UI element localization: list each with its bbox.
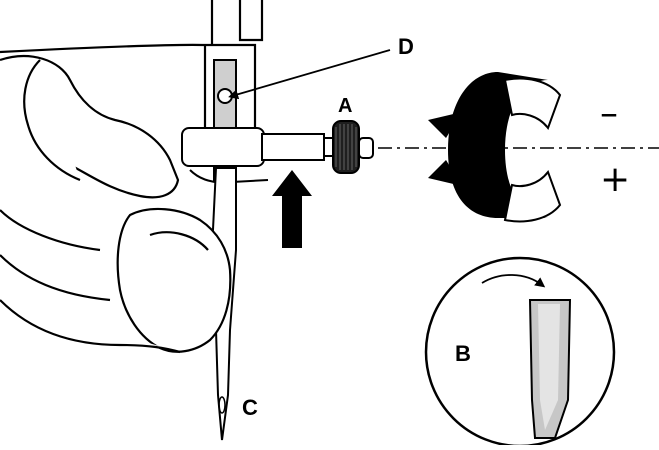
clamp-screw	[332, 120, 374, 174]
plus-sign: +	[600, 159, 631, 200]
up-arrow-icon	[272, 170, 312, 248]
curved-arrow-icon	[481, 274, 546, 288]
rotation-ring	[448, 72, 562, 223]
leader-line-d	[228, 49, 391, 100]
label-d: D	[398, 34, 414, 59]
detail-circle	[424, 256, 616, 448]
label-a: A	[338, 95, 353, 117]
minus-sign: –	[600, 93, 618, 134]
hand	[0, 55, 232, 354]
counterclockwise-arrow-icon	[428, 112, 462, 138]
label-b: B	[455, 341, 471, 366]
clockwise-arrow-icon	[428, 160, 462, 186]
label-c: C	[242, 395, 258, 420]
needle-clamp	[181, 127, 335, 167]
machine-head	[0, 0, 264, 130]
